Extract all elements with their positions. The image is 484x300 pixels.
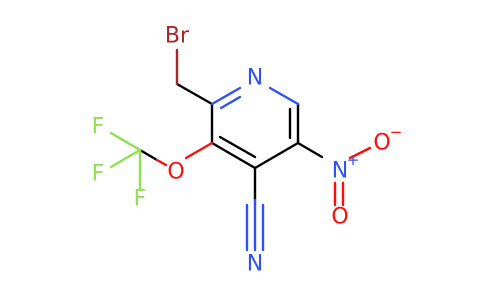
bond-nno2-otop bbox=[348, 146, 372, 160]
bond-ch2-c2 bbox=[175, 82, 214, 106]
atom-n-nitro: N bbox=[332, 159, 348, 184]
charge-o-nitro-top: − bbox=[390, 123, 403, 141]
bond-c3-o bbox=[184, 141, 214, 160]
carbon-bonds bbox=[138, 82, 324, 202]
bond-cf3-f2 bbox=[109, 148, 142, 169]
atom-o-nitro-bottom: O bbox=[331, 205, 348, 230]
bond-c3-c4-inner bbox=[218, 135, 257, 159]
atom-n-nitrile: N bbox=[247, 252, 263, 277]
atom-labels: Br N O F F F N + O − O N bbox=[92, 24, 403, 277]
bond-cf3-f1 bbox=[109, 131, 142, 152]
charge-n-nitro: + bbox=[347, 151, 360, 169]
atom-o-nitro-top: O bbox=[373, 131, 390, 156]
heteroatom-bonds bbox=[109, 48, 372, 252]
atom-o-ether: O bbox=[167, 160, 184, 185]
atom-n-ring: N bbox=[247, 66, 263, 91]
bond-c3-c4 bbox=[210, 141, 257, 170]
bond-c5-nno2 bbox=[296, 141, 324, 159]
atom-f1: F bbox=[92, 115, 105, 140]
atom-f2: F bbox=[92, 162, 105, 187]
bond-c2-n bbox=[210, 86, 242, 106]
bond-cf3-c bbox=[138, 148, 159, 162]
atom-br: Br bbox=[165, 24, 190, 49]
bond-c2-n-inner bbox=[219, 95, 242, 110]
atom-f3: F bbox=[134, 187, 147, 212]
bond-c4-c5 bbox=[253, 141, 300, 170]
bond-o-cf3 bbox=[155, 158, 168, 167]
bond-n-c6 bbox=[268, 86, 300, 106]
